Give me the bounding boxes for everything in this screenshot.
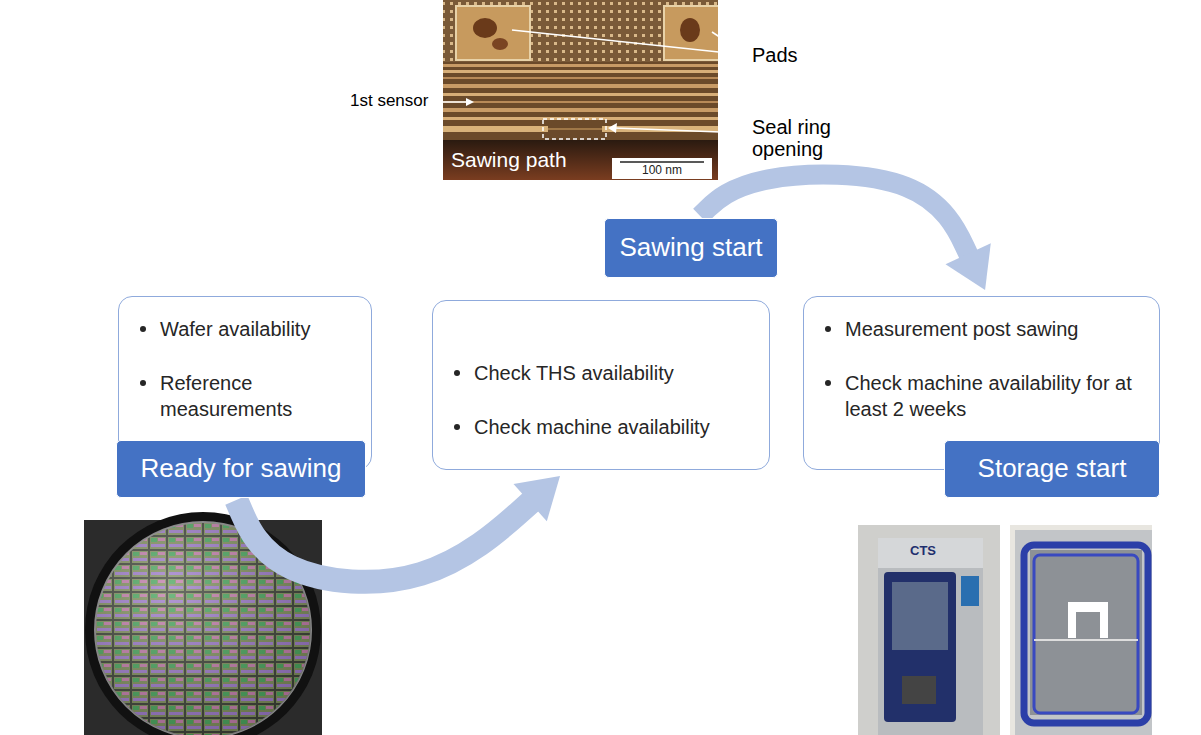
wafer-photo	[84, 512, 322, 735]
leader-head	[608, 123, 617, 133]
process-box: Wafer availabilityReference measurements…	[116, 296, 372, 498]
arrow-shaft	[236, 497, 536, 582]
brand-logo: CTS	[910, 544, 936, 558]
stage-heading: Ready for sawing	[116, 440, 366, 498]
bullet-item: Measurement post sawing	[845, 316, 1144, 342]
bullet-item: Reference measurements	[160, 370, 356, 422]
micrograph	[443, 0, 718, 180]
micrograph-label: Pads	[752, 44, 798, 66]
box-outline	[432, 300, 770, 470]
leader-head	[466, 98, 474, 106]
stage-heading: Sawing start	[604, 218, 778, 278]
process-box: Measurement post sawingCheck machine ava…	[803, 296, 1160, 498]
chamber-photo	[858, 525, 1000, 735]
arrow-head	[514, 476, 560, 521]
micrograph-label: Seal ring opening	[752, 116, 870, 160]
leader-lines	[442, 30, 747, 133]
stage-heading: Storage start	[944, 440, 1160, 498]
bullet-item: Check machine availability	[474, 414, 754, 440]
scale-bar-label: 100 nm	[612, 164, 712, 177]
micrograph-label: Sawing path	[451, 148, 567, 171]
bullet-item: Wafer availability	[160, 316, 356, 342]
bullet-item: Check machine availability for at least …	[845, 370, 1144, 422]
chamber-photo	[1010, 525, 1152, 735]
process-box: Sawing startCheck THS availabilityCheck …	[432, 218, 778, 470]
arrow-head	[945, 243, 990, 290]
bullet-item: Check THS availability	[474, 360, 754, 386]
micrograph-label: 1st sensor	[350, 91, 428, 110]
